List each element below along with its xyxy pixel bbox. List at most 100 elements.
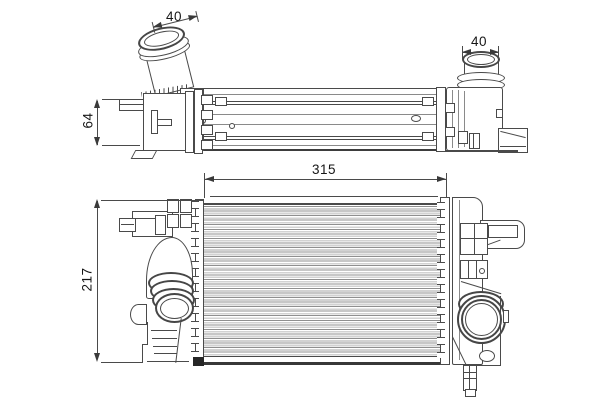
tank-edge xyxy=(142,344,143,362)
ext-line xyxy=(462,46,463,59)
dim-label-core-height: 217 xyxy=(79,267,95,292)
bracket-line xyxy=(500,146,526,147)
bottom-foot xyxy=(193,357,204,366)
left-foot xyxy=(130,150,158,159)
arrow-right xyxy=(437,176,446,182)
sensor-hole xyxy=(479,268,485,274)
arrow-up xyxy=(94,99,100,108)
core-line xyxy=(204,136,442,137)
right-tab-strip xyxy=(437,202,445,358)
top-core-outline xyxy=(203,88,443,151)
clip xyxy=(167,199,179,213)
core-line xyxy=(204,104,442,105)
tank-contour xyxy=(459,200,460,360)
clip xyxy=(180,214,192,228)
ext-line xyxy=(101,362,143,363)
core-line xyxy=(204,101,442,102)
connector-block xyxy=(460,260,488,279)
block-line xyxy=(476,261,477,278)
dim-line xyxy=(462,52,499,53)
clip xyxy=(215,97,227,106)
left-pin-front xyxy=(119,218,136,232)
tank-rib xyxy=(151,330,177,331)
bottom-plate-line xyxy=(446,150,518,152)
tank-contour xyxy=(464,91,465,147)
bracket-oval-hole xyxy=(479,350,495,362)
arrow-left xyxy=(462,49,471,55)
bracket-arm-hole xyxy=(488,225,518,238)
core-line xyxy=(204,139,442,140)
core-top-plate xyxy=(203,203,445,205)
port-opening-front-inner xyxy=(160,298,189,319)
block-line xyxy=(473,134,474,148)
core-bottom-plate xyxy=(203,356,445,365)
arm-slot xyxy=(155,215,166,235)
tank-step xyxy=(142,344,148,345)
slot-hole xyxy=(411,115,421,122)
pin-line xyxy=(464,378,476,379)
left-pin-line xyxy=(120,104,143,105)
arrow-right xyxy=(490,49,499,55)
pin-line xyxy=(464,372,476,373)
dim-label-core-width: 315 xyxy=(312,162,337,177)
block-line xyxy=(461,238,487,239)
right-port-opening-inner xyxy=(467,54,495,65)
pin-line xyxy=(121,224,134,225)
arrow-down xyxy=(94,137,100,146)
dim-line xyxy=(205,179,447,180)
ext-line xyxy=(101,200,203,201)
ext-line xyxy=(446,173,447,200)
tank-rib xyxy=(153,346,177,347)
mount-ear xyxy=(130,304,147,325)
tab xyxy=(201,140,213,150)
tank-rib xyxy=(154,353,177,354)
dim-line xyxy=(97,101,98,145)
block-line xyxy=(474,224,475,254)
dim-label-right-port: 40 xyxy=(471,34,488,49)
tank-contour xyxy=(452,90,453,148)
dim-label-depth: 64 xyxy=(80,112,96,129)
left-pin xyxy=(119,99,144,111)
core-line xyxy=(204,114,442,115)
clip xyxy=(180,199,192,213)
end-plate xyxy=(194,89,203,154)
ext-line xyxy=(102,145,140,146)
pin-cap xyxy=(465,389,476,397)
tab xyxy=(201,125,213,135)
ext-line xyxy=(102,99,133,100)
clip xyxy=(422,97,434,106)
block xyxy=(458,131,468,144)
dim-line xyxy=(97,201,98,359)
right-port-inner xyxy=(465,303,498,336)
bracket-plate-bottom xyxy=(466,365,501,366)
tank-contour xyxy=(458,90,459,148)
port-notch xyxy=(503,310,509,323)
tank-bottom xyxy=(147,361,189,362)
tab xyxy=(201,110,213,120)
arrow-up xyxy=(94,199,100,208)
block xyxy=(469,133,480,149)
tank-slot xyxy=(157,119,172,126)
core-line xyxy=(204,124,442,125)
tank-edge xyxy=(147,322,148,345)
pin-hole xyxy=(229,123,235,129)
clip xyxy=(167,214,179,228)
core-line xyxy=(204,145,442,146)
core-top-edge xyxy=(210,196,438,197)
tank-edge-slant xyxy=(175,318,182,363)
arrow-left xyxy=(205,176,214,182)
ext-line xyxy=(498,46,499,59)
tank-flange xyxy=(185,91,194,153)
tank-rib xyxy=(152,338,177,339)
arm-line xyxy=(134,218,155,219)
core-fins xyxy=(204,206,444,357)
block-line xyxy=(468,261,469,278)
bracket-tab xyxy=(496,109,503,118)
bracket-plate-edge xyxy=(500,296,501,366)
arrow-down xyxy=(94,353,100,362)
clip xyxy=(215,132,227,141)
left-tab-strip xyxy=(191,201,199,357)
clip xyxy=(422,132,434,141)
core-line xyxy=(204,94,442,95)
